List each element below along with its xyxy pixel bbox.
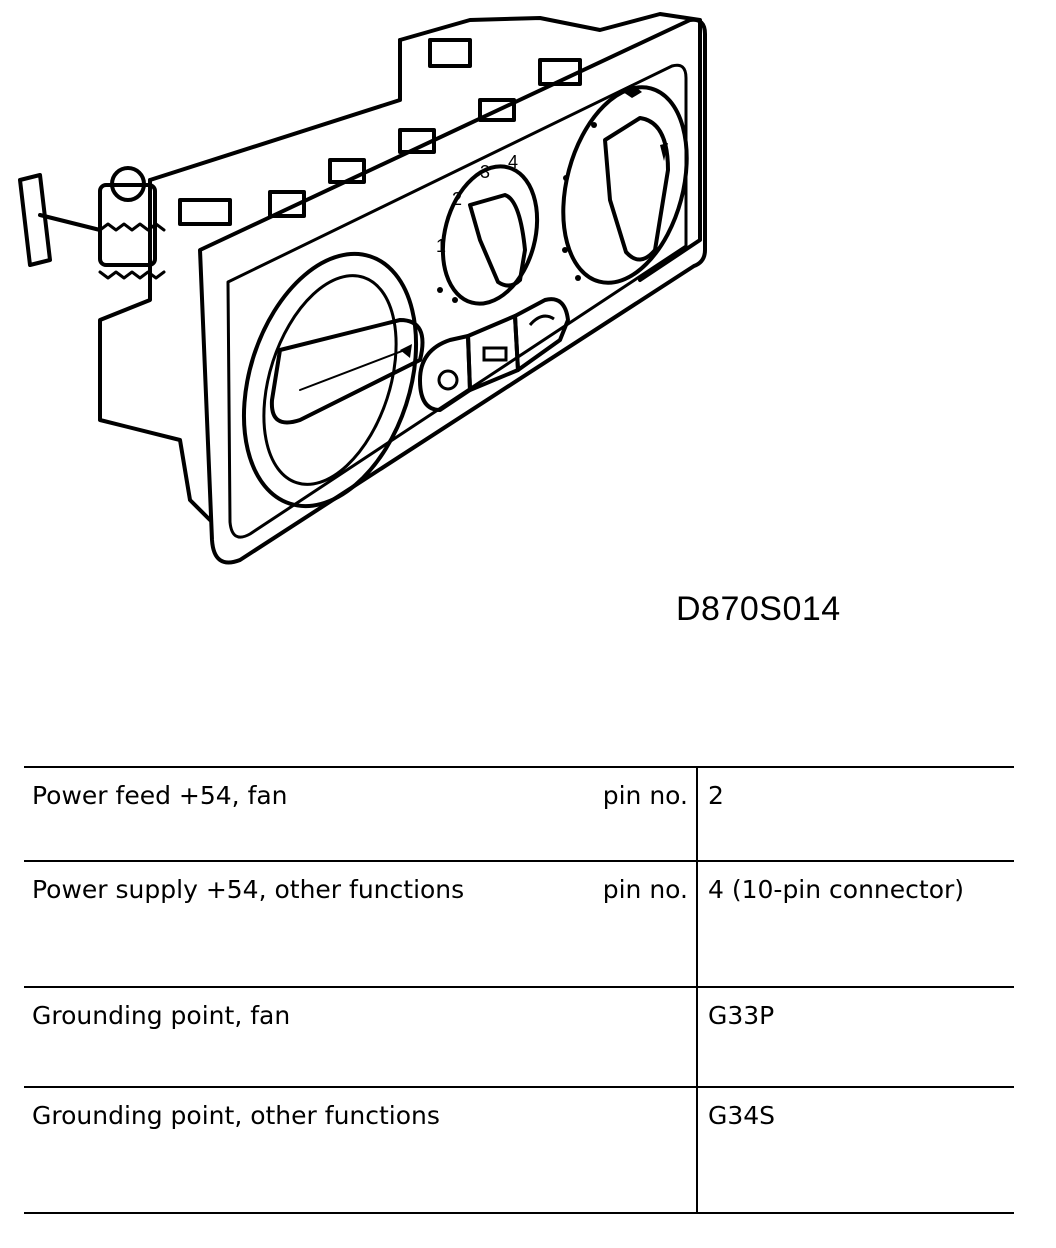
row-description: Grounding point, fan <box>32 1001 291 1030</box>
table-row: Power feed +54, fan pin no. 2 <box>24 767 1014 861</box>
dial-number-2: 2 <box>452 189 462 209</box>
climate-control-panel-illustration: 1 2 3 4 <box>18 12 707 565</box>
table-row: Grounding point, other functions G34S <box>24 1087 1014 1213</box>
row-description: Power feed +54, fan <box>32 781 288 810</box>
table-row: Grounding point, fan G33P <box>24 987 1014 1087</box>
row-pin-label <box>560 1087 698 1213</box>
rear-defrost-icon <box>482 346 508 362</box>
row-value: 4 (10-pin connector) <box>708 875 965 904</box>
dial-number-4: 4 <box>508 152 518 172</box>
row-pin-label: pin no. <box>560 861 698 987</box>
row-description: Grounding point, other functions <box>32 1101 440 1130</box>
pin-spec-table: Power feed +54, fan pin no. 2 Power supp… <box>24 766 1014 1214</box>
row-value: 2 <box>708 781 724 810</box>
recirculation-icon <box>437 369 459 391</box>
row-pin-label <box>560 987 698 1087</box>
windscreen-icon <box>528 314 555 327</box>
dial-number-1: 1 <box>436 236 446 256</box>
row-description: Power supply +54, other functions <box>32 875 465 904</box>
row-value: G33P <box>708 1001 775 1030</box>
table-row: Power supply +54, other functions pin no… <box>24 861 1014 987</box>
row-value: G34S <box>708 1101 776 1130</box>
row-pin-label: pin no. <box>560 767 698 861</box>
dial-number-3: 3 <box>480 162 490 182</box>
figure-code: D870S014 <box>676 590 841 628</box>
